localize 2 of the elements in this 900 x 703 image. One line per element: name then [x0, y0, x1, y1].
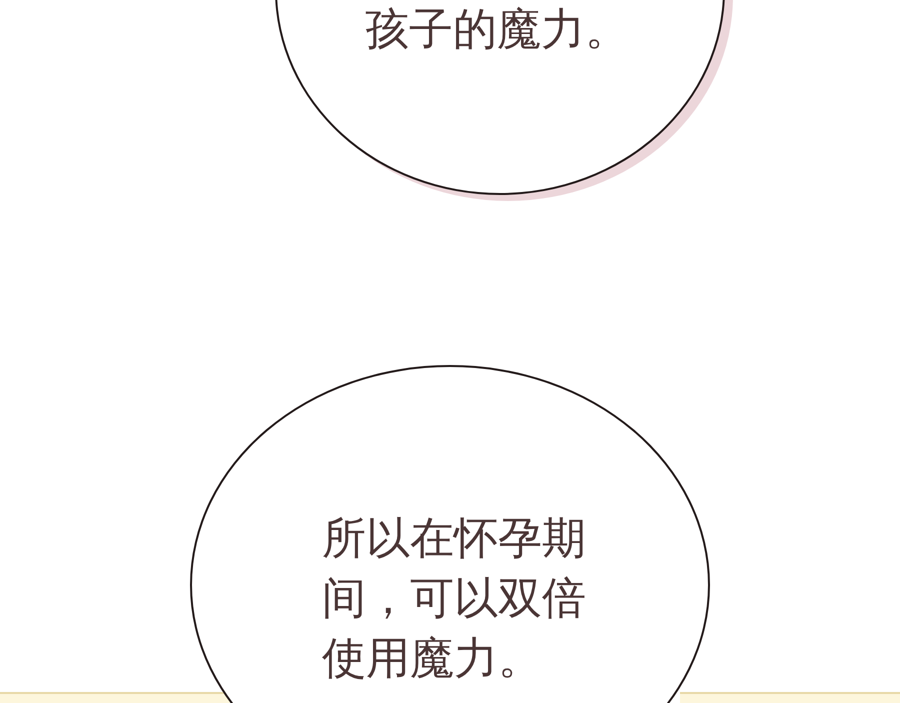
speech-text: 孩子的魔力。 [365, 3, 630, 57]
speech-text: 所以在怀孕期间，可以双倍使用魔力。 [322, 512, 587, 686]
